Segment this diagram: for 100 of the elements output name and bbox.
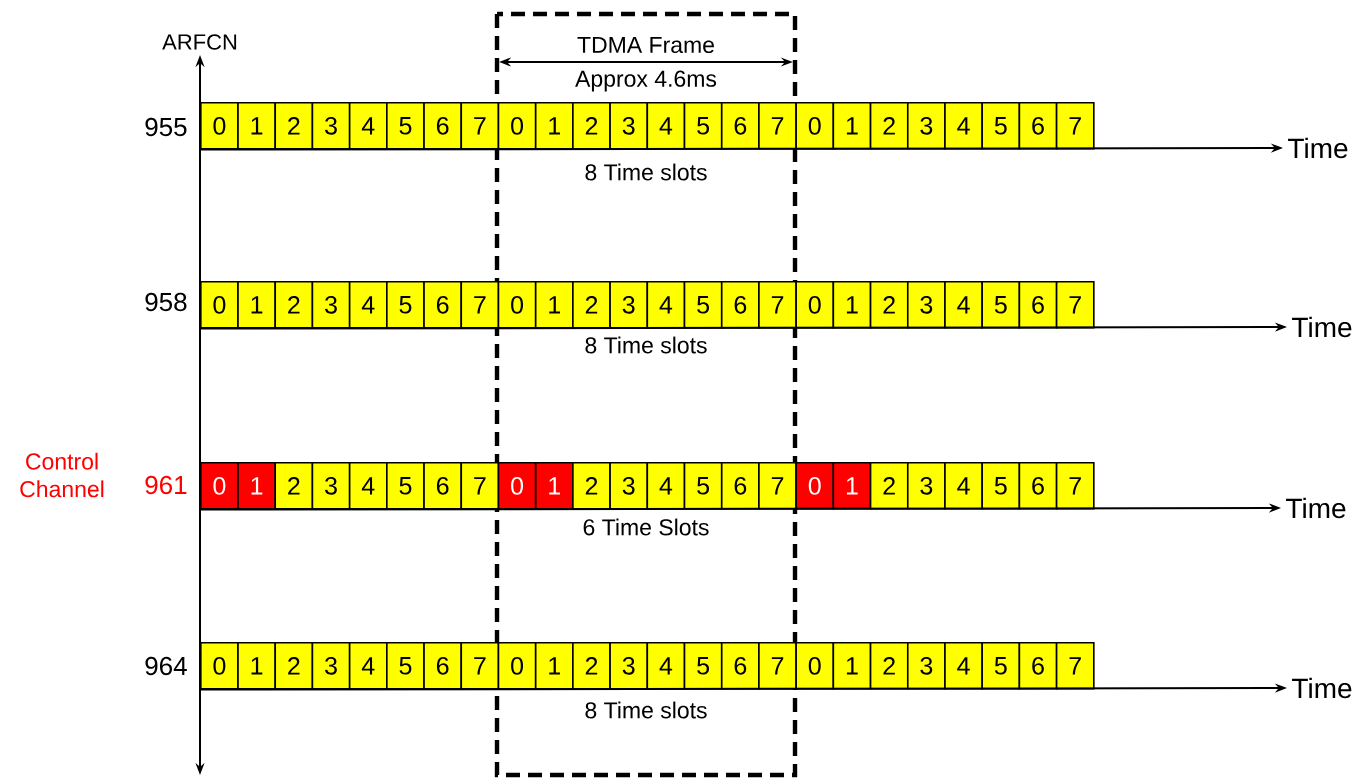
slot-cell: 7	[460, 642, 500, 690]
slot-cell: 0	[497, 462, 537, 510]
slot-cell: 5	[386, 462, 425, 510]
slot-cell: 4	[646, 462, 686, 510]
slot-cell: 6	[720, 642, 760, 690]
dimension-label: Approx 4.6ms	[575, 70, 717, 92]
slot-cell: 1	[832, 462, 872, 510]
slot-cell: 2	[274, 281, 314, 329]
slot-cell: 4	[348, 462, 388, 510]
slot-cell: 5	[981, 462, 1021, 510]
slot-cell: 5	[386, 642, 425, 690]
slot-cell: 5	[386, 281, 425, 329]
slot-cell: 6	[423, 462, 463, 510]
row-label: 964	[145, 656, 187, 676]
dimension-label: TDMA Frame	[577, 37, 714, 54]
slot-cell: 1	[832, 642, 872, 690]
row-label: 961	[145, 475, 187, 495]
slot-cell: 0	[497, 102, 537, 150]
slot-cell: 3	[906, 102, 946, 150]
slot-cell: 4	[944, 102, 983, 150]
channel-label: Control Channel	[20, 452, 104, 498]
slot-cell: 5	[981, 102, 1021, 150]
time-label: Time	[1288, 137, 1348, 159]
slot-cell: 0	[200, 102, 239, 150]
slot-cell: 2	[869, 642, 909, 690]
slot-cell: 4	[646, 642, 686, 690]
slot-cell: 1	[237, 281, 276, 329]
slot-cell: 1	[237, 102, 276, 150]
slot-cell: 2	[572, 642, 611, 690]
slot-cell: 7	[1055, 462, 1095, 510]
slot-cell: 1	[832, 281, 872, 329]
row-label: 958	[145, 292, 187, 312]
slot-cell: 3	[609, 102, 649, 150]
slot-cell: 3	[609, 462, 649, 510]
slot-cell: 7	[758, 281, 797, 329]
slot-cell: 0	[200, 281, 239, 329]
slot-cell: 3	[906, 462, 946, 510]
slot-cell: 7	[460, 281, 500, 329]
slot-cell: 0	[795, 102, 835, 150]
time-label: Time	[1286, 497, 1346, 519]
slot-cell: 1	[534, 462, 574, 510]
slot-cell: 7	[460, 102, 500, 150]
slot-cell: 0	[200, 642, 239, 690]
slot-cell: 0	[795, 642, 835, 690]
slot-cell: 0	[497, 642, 537, 690]
slot-cell: 3	[311, 281, 351, 329]
slot-count-label: 6 Time Slots	[583, 518, 709, 536]
row-label: 955	[145, 117, 187, 137]
slot-cell: 2	[572, 281, 611, 329]
slot-cell: 0	[795, 281, 835, 329]
time-label: Time	[1292, 316, 1352, 338]
slot-cell: 1	[832, 102, 872, 150]
slot-cell: 1	[534, 281, 574, 329]
slot-cell: 1	[534, 642, 574, 690]
slot-cell: 4	[646, 102, 686, 150]
slot-cell: 7	[758, 642, 797, 690]
slot-cell: 2	[274, 102, 314, 150]
slot-cell: 0	[200, 462, 239, 510]
slot-cell: 3	[609, 642, 649, 690]
time-label: Time	[1292, 677, 1352, 699]
slot-cell: 6	[720, 281, 760, 329]
slot-cell: 2	[572, 102, 611, 150]
slot-cell: 3	[311, 642, 351, 690]
slot-cell: 4	[646, 281, 686, 329]
slot-cell: 3	[906, 642, 946, 690]
slot-cell: 4	[944, 281, 983, 329]
slot-cell: 6	[423, 102, 463, 150]
slot-cell: 0	[497, 281, 537, 329]
slot-cell: 6	[423, 642, 463, 690]
slot-count-label: 8 Time slots	[585, 336, 707, 354]
slot-cell: 5	[683, 462, 723, 510]
slot-cell: 4	[944, 462, 983, 510]
slot-cell: 3	[311, 102, 351, 150]
slot-cell: 6	[423, 281, 463, 329]
slot-cell: 4	[348, 102, 388, 150]
slot-cell: 5	[683, 642, 723, 690]
slot-cell: 7	[460, 462, 500, 510]
slot-cell: 2	[869, 462, 909, 510]
slot-cell: 3	[311, 462, 351, 510]
slot-cell: 5	[386, 102, 425, 150]
slot-cell: 2	[274, 642, 314, 690]
slot-cell: 2	[274, 462, 314, 510]
slot-cell: 3	[906, 281, 946, 329]
slot-cell: 6	[1018, 462, 1058, 510]
axis-label: ARFCN	[162, 34, 237, 50]
slot-cell: 6	[1018, 281, 1058, 329]
slot-cell: 7	[758, 462, 797, 510]
slot-cell: 7	[1055, 102, 1095, 150]
slot-cell: 0	[795, 462, 835, 510]
slot-cell: 5	[981, 642, 1021, 690]
slot-cell: 2	[572, 462, 611, 510]
slot-cell: 1	[237, 462, 276, 510]
slot-count-label: 8 Time slots	[585, 163, 707, 181]
slot-cell: 7	[758, 102, 797, 150]
slot-cell: 7	[1055, 281, 1095, 329]
slot-cell: 1	[237, 642, 276, 690]
slot-cell: 4	[944, 642, 983, 690]
slot-cell: 4	[348, 281, 388, 329]
slot-cell: 2	[869, 102, 909, 150]
slot-cell: 5	[981, 281, 1021, 329]
